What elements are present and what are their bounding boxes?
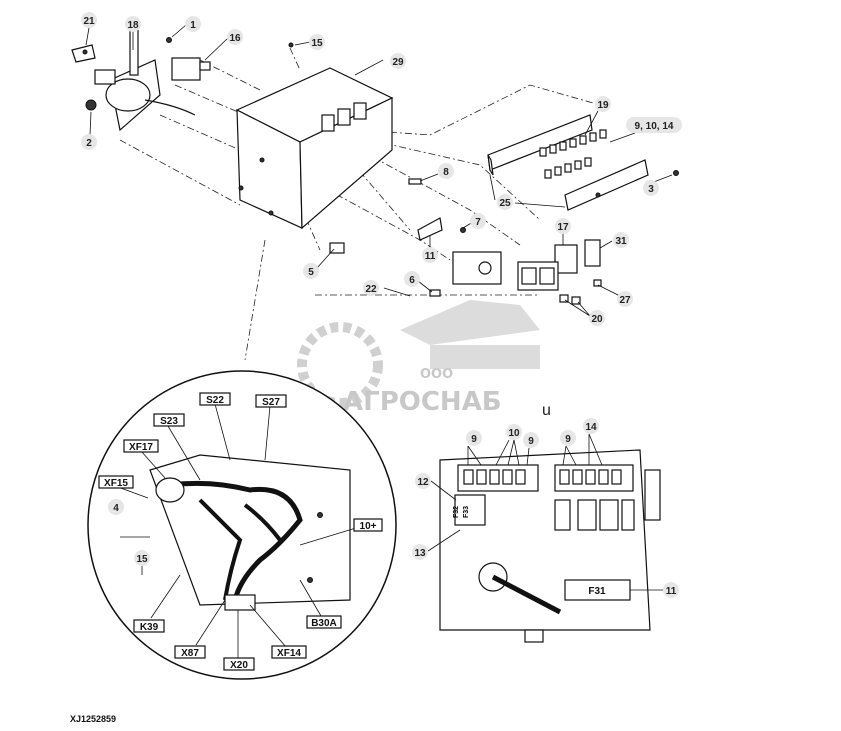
callout-8: 8 <box>443 167 449 178</box>
small-bracket-part <box>71 44 96 63</box>
connector-31-part <box>584 239 601 267</box>
fuse-f31: F31 <box>588 586 606 597</box>
callout-11-right: 11 <box>666 586 677 597</box>
fuse-f32: F32 <box>453 506 460 518</box>
bracket-11-part <box>417 217 443 241</box>
callout-15-top: 15 <box>311 38 323 49</box>
callout-9-10-14: 9, 10, 14 <box>635 121 674 132</box>
panel-view <box>439 449 661 643</box>
callout-11-top: 11 <box>425 251 436 262</box>
callout-22: 22 <box>365 284 377 295</box>
nut-part <box>85 99 97 111</box>
screw-1-part <box>166 37 172 43</box>
callout-6: 6 <box>409 275 415 286</box>
watermark: ООО АГРОСНАБ u <box>297 300 551 419</box>
switch-17-part <box>554 244 578 274</box>
fuse-f33: F33 <box>463 506 470 518</box>
bolt-5-part <box>329 242 345 254</box>
label-x20: X20 <box>230 660 248 671</box>
label-x87: X87 <box>181 648 199 659</box>
callout-4: 4 <box>113 503 119 514</box>
callout-2: 2 <box>86 138 92 149</box>
callout-1: 1 <box>190 20 196 31</box>
label-b30a: B30A <box>311 618 337 629</box>
callout-10: 10 <box>508 428 520 439</box>
screw-15-part <box>288 42 294 48</box>
box-labels: S22 S27 S23 XF17 XF15 10+ K39 B30A X87 X… <box>98 392 383 671</box>
callout-19: 19 <box>597 100 609 111</box>
callout-9-b: 9 <box>528 436 534 447</box>
clip-20-parts <box>559 294 581 305</box>
label-s27: S27 <box>262 397 280 408</box>
label-xf15: XF15 <box>104 478 128 489</box>
callout-12: 12 <box>417 477 429 488</box>
label-s23: S23 <box>160 416 178 427</box>
relay-module <box>452 251 502 285</box>
watermark-suffix: u <box>542 402 551 419</box>
watermark-company-name: АГРОСНАБ <box>343 387 502 417</box>
callout-18: 18 <box>127 20 139 31</box>
screw-6-part <box>429 289 441 297</box>
callout-16: 16 <box>229 33 241 44</box>
callout-13: 13 <box>414 548 426 559</box>
callout-3: 3 <box>648 184 654 195</box>
callout-29: 29 <box>392 57 404 68</box>
figure-id: XJ1252859 <box>70 714 116 724</box>
clip-27-part <box>593 279 602 287</box>
callout-9-c: 9 <box>565 434 571 445</box>
fuse-labels: F31 F32 F33 <box>453 506 606 597</box>
relay-16-part <box>171 57 211 81</box>
callouts: 21 18 1 16 15 29 2 19 9, 10, 14 8 3 25 7… <box>81 12 682 598</box>
callout-27: 27 <box>619 295 631 306</box>
callout-14: 14 <box>585 422 597 433</box>
callout-21: 21 <box>83 16 95 27</box>
screw-8-part <box>408 178 422 185</box>
double-switch-part <box>517 261 559 291</box>
callout-25: 25 <box>499 198 511 209</box>
label-xf14: XF14 <box>277 648 301 659</box>
callout-5: 5 <box>308 267 314 278</box>
callout-20: 20 <box>591 314 603 325</box>
fuse-block-19 <box>487 114 607 179</box>
callout-15-detail: 15 <box>136 554 148 565</box>
detail-circle <box>87 370 397 680</box>
fuse-block-25 <box>564 159 649 211</box>
callout-7: 7 <box>475 217 481 228</box>
label-k39: K39 <box>140 622 159 633</box>
label-10-plus: 10+ <box>360 521 377 532</box>
label-s22: S22 <box>206 395 224 406</box>
callout-31: 31 <box>615 236 627 247</box>
rotary-switch-part <box>94 29 196 132</box>
label-xf17: XF17 <box>129 442 153 453</box>
callout-17: 17 <box>557 222 569 233</box>
screw-3-part <box>673 170 679 176</box>
screw-7-part <box>460 227 466 233</box>
control-box-housing <box>235 67 394 230</box>
callout-9-a: 9 <box>471 434 477 445</box>
watermark-prefix: ООО <box>420 367 453 382</box>
